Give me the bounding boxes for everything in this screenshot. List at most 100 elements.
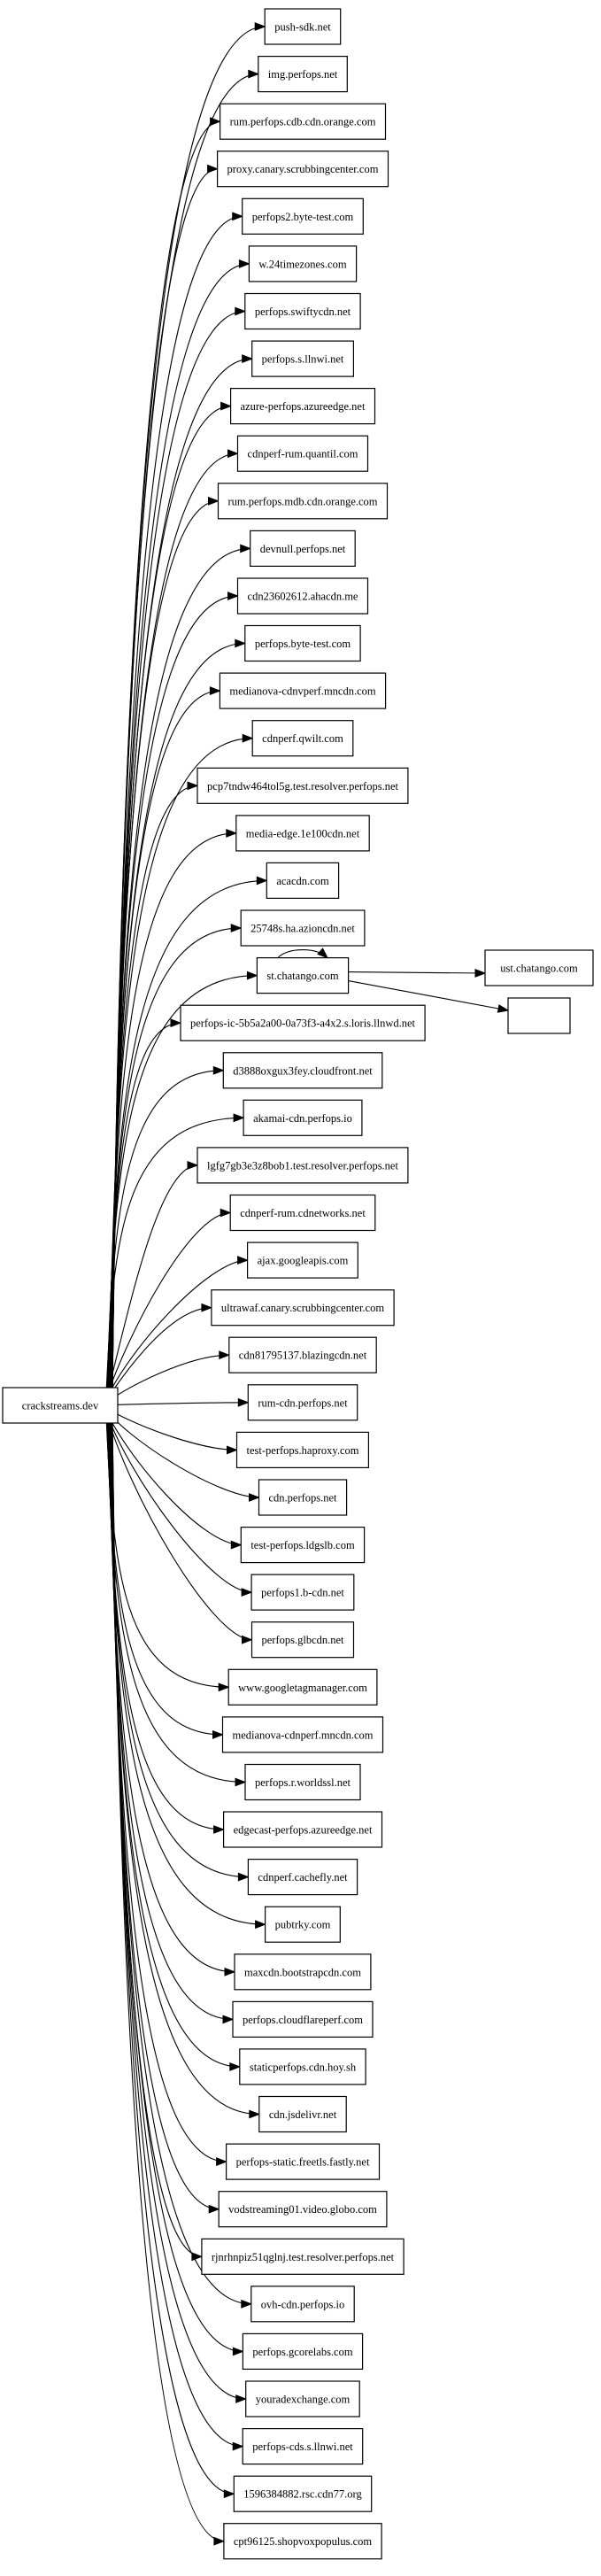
edge-root-to-node-7-line xyxy=(112,310,245,1392)
target-node-45: cdn.jsdelivr.net xyxy=(258,2095,347,2133)
edge-root-to-node-32-line xyxy=(104,1406,259,1498)
edge-root-to-node-22-arrowhead xyxy=(170,1018,182,1028)
edge-root-to-node-29-line xyxy=(104,1354,229,1405)
target-node-54-label: cpt96125.shopvoxpopulus.com xyxy=(234,2535,373,2548)
edge-root-to-node-36 xyxy=(105,1411,230,1692)
edge-root-to-node-24-arrowhead xyxy=(233,1113,245,1123)
edge-root-to-node-47-arrowhead xyxy=(208,2204,220,2214)
edge-root-to-node-54-line xyxy=(112,1419,224,2542)
target-node-4-label: proxy.canary.scrubbingcenter.com xyxy=(227,163,379,175)
edge-root-to-node-47-line xyxy=(110,1419,220,2210)
target-node-18-label: media-edge.1e100cdn.net xyxy=(246,827,360,839)
edge-root-to-node-23-arrowhead xyxy=(212,1065,225,1075)
target-node-13-label: cdn23602612.ahacdn.me xyxy=(248,591,358,603)
target-node-7-box xyxy=(244,292,361,330)
edge-root-to-node-2-arrowhead xyxy=(248,69,260,79)
secondary-node-1-box xyxy=(484,949,594,986)
target-node-19-label: acacdn.com xyxy=(276,875,329,887)
edge-root-to-node-17 xyxy=(108,781,199,1394)
target-node-29-box xyxy=(228,1336,377,1373)
target-node-44-label: staticperfops.cdn.hoy.sh xyxy=(250,2061,357,2073)
target-node-11-box xyxy=(217,483,389,520)
edge-root-to-node-7 xyxy=(112,306,247,1392)
edge-root-to-node-29-arrowhead xyxy=(219,1350,231,1360)
edge-root-to-node-52-arrowhead xyxy=(232,2441,244,2451)
target-node-10-label: cdnperf-rum.quantil.com xyxy=(248,448,358,460)
target-node-4-box xyxy=(217,151,389,188)
edge-root-to-node-25 xyxy=(104,1160,199,1401)
target-node-18: media-edge.1e100cdn.net xyxy=(235,815,370,852)
edge-root-to-node-18-arrowhead xyxy=(226,828,238,838)
target-node-44: staticperfops.cdn.hoy.sh xyxy=(239,2048,366,2085)
target-node-32-box xyxy=(258,1479,348,1516)
edge-root-to-node-26-line xyxy=(104,1211,231,1402)
target-node-53-box xyxy=(233,2475,373,2512)
edge-root-to-node-40 xyxy=(106,1414,250,1882)
target-node-15-label: medianova-cdnvperf.mncdn.com xyxy=(229,685,375,698)
target-node-38: perfops.r.worldssl.net xyxy=(244,1763,361,1801)
edge-root-to-node-1-arrowhead xyxy=(254,22,266,31)
edge-chatango-to-secondary-2-arrowhead xyxy=(497,1004,510,1013)
edge-chatango-to-secondary-2 xyxy=(348,980,510,1013)
edge-root-to-node-24 xyxy=(105,1113,245,1400)
target-node-43-box xyxy=(232,2000,374,2038)
target-node-1-label: push-sdk.net xyxy=(274,21,331,34)
edge-root-to-node-35-arrowhead xyxy=(242,1635,253,1644)
target-node-36-label: www.googletagmanager.com xyxy=(238,1682,367,1694)
target-node-49: ovh-cdn.perfops.io xyxy=(250,2286,355,2323)
target-node-17: pcp7tndw464tol5g.test.resolver.perfops.n… xyxy=(196,767,409,804)
target-node-53: 1596384882.rsc.cdn77.org xyxy=(233,2475,373,2512)
target-node-48-label: rjnrhnpiz51qglnj.test.resolver.perfops.n… xyxy=(212,2251,395,2263)
target-node-12: devnull.perfops.net xyxy=(250,530,356,568)
edge-root-to-node-46-line xyxy=(109,1419,227,2162)
target-node-28-label: ultrawaf.canary.scrubbingcenter.com xyxy=(221,1302,384,1314)
edge-chatango-to-secondary-1-line xyxy=(348,971,486,974)
edge-root-to-node-44-line xyxy=(108,1418,240,2068)
target-node-52: perfops-cds.s.llnwi.net xyxy=(242,2428,364,2465)
target-node-44-box xyxy=(239,2048,366,2085)
target-node-14-label: perfops.byte-test.com xyxy=(255,638,351,650)
target-node-1-box xyxy=(264,8,342,45)
edge-root-to-node-33-arrowhead xyxy=(230,1540,243,1550)
target-node-38-label: perfops.r.worldssl.net xyxy=(255,1776,351,1789)
target-node-5-box xyxy=(242,197,364,235)
edge-root-to-node-30-arrowhead xyxy=(237,1397,250,1407)
target-node-45-box xyxy=(258,2095,347,2133)
target-node-18-box xyxy=(235,815,370,852)
target-node-34: perfops1.b-cdn.net xyxy=(250,1574,355,1611)
edge-root-to-node-40-arrowhead xyxy=(237,1872,250,1882)
edge-root-to-node-29 xyxy=(104,1350,231,1405)
target-node-10-box xyxy=(236,435,369,472)
target-node-22-box xyxy=(180,1004,426,1041)
target-node-26-label: cdnperf-rum.cdnetworks.net xyxy=(240,1207,366,1219)
edge-root-to-node-37-arrowhead xyxy=(212,1729,224,1739)
edge-root-to-node-35 xyxy=(104,1410,253,1644)
target-node-14: perfops.byte-test.com xyxy=(244,624,361,662)
target-node-20-box xyxy=(240,909,366,947)
target-node-23: d3888oxgux3fey.cloudfront.net xyxy=(222,1052,383,1089)
edge-root-to-node-36-arrowhead xyxy=(218,1683,230,1692)
edge-root-to-node-10 xyxy=(111,449,239,1392)
target-node-52-box xyxy=(242,2428,364,2465)
edge-root-to-node-6 xyxy=(112,259,250,1392)
edge-root-to-node-37-line xyxy=(105,1412,223,1736)
edge-root-to-node-17-line xyxy=(108,785,198,1394)
target-node-28-box xyxy=(211,1289,395,1327)
target-node-25-label: lgfg7gb3e3z8bob1.test.resolver.perfops.n… xyxy=(207,1159,398,1172)
target-node-36-box xyxy=(227,1668,378,1706)
edge-root-to-node-20-arrowhead xyxy=(230,924,243,932)
secondary-node-1: ust.chatango.com xyxy=(484,949,594,986)
target-node-16: cdnperf.qwilt.com xyxy=(251,720,354,757)
target-node-12-label: devnull.perfops.net xyxy=(260,543,346,555)
target-node-20-label: 25748s.ha.azioncdn.net xyxy=(250,923,355,935)
target-node-53-label: 1596384882.rsc.cdn77.org xyxy=(243,2488,362,2501)
edge-root-to-node-24-line xyxy=(105,1117,244,1400)
target-node-29-label: cdn81795137.blazingcdn.net xyxy=(239,1350,367,1362)
target-node-47-box xyxy=(218,2191,388,2228)
target-node-39-box xyxy=(223,1811,383,1848)
target-node-54-box xyxy=(223,2523,382,2560)
target-node-51: youradexchange.com xyxy=(245,2380,360,2417)
edge-root-to-node-3-arrowhead xyxy=(210,117,222,127)
edge-root-to-node-35-line xyxy=(104,1410,252,1641)
target-node-12-box xyxy=(250,530,356,568)
